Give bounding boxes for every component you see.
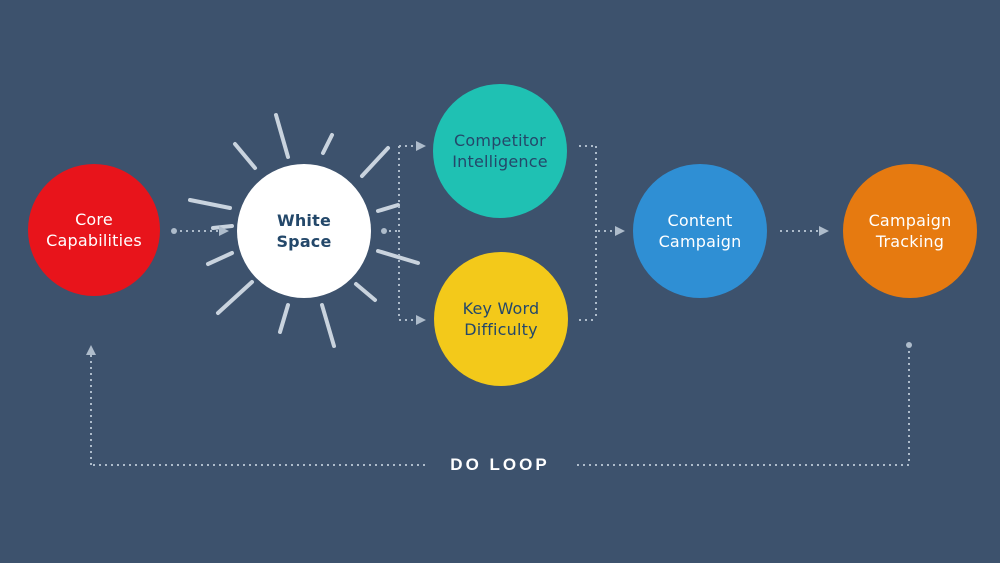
ray: [216, 280, 254, 315]
node-campaign-tracking: Campaign Tracking: [843, 164, 977, 298]
node-label: Content Campaign: [658, 211, 742, 251]
ray: [211, 224, 234, 230]
node-core-capabilities: Core Capabilities: [28, 164, 160, 296]
ray: [376, 249, 420, 265]
ray: [233, 142, 257, 170]
arrow-core-to-white-space: [171, 226, 229, 236]
node-label: Competitor Intelligence: [452, 131, 548, 171]
node-content-campaign: Content Campaign: [633, 164, 767, 298]
ray: [376, 203, 400, 213]
ray: [320, 303, 336, 348]
node-white-space: White Space: [237, 164, 371, 298]
connector-dot: [171, 228, 177, 234]
ray: [354, 282, 377, 302]
ray: [278, 303, 290, 334]
ray: [274, 113, 290, 159]
ray: [321, 133, 334, 155]
connector-dot: [906, 342, 912, 348]
loop-return-path: [86, 342, 912, 466]
node-competitor-intelligence: Competitor Intelligence: [433, 84, 567, 218]
arrow-white-space-split: [381, 141, 426, 325]
arrow-merge-to-content: [579, 145, 625, 321]
do-loop-label: DO LOOP: [450, 455, 550, 474]
ray: [188, 198, 232, 210]
white-space-rays: [188, 113, 420, 348]
ray: [360, 146, 390, 178]
node-label: Key Word Difficulty: [462, 299, 540, 339]
node-label: Core Capabilities: [46, 210, 142, 250]
connector-dot: [381, 228, 387, 234]
node-label: Campaign Tracking: [868, 211, 952, 251]
ray: [206, 251, 234, 266]
node-label: White Space: [276, 211, 332, 251]
node-key-word-difficulty: Key Word Difficulty: [434, 252, 568, 386]
